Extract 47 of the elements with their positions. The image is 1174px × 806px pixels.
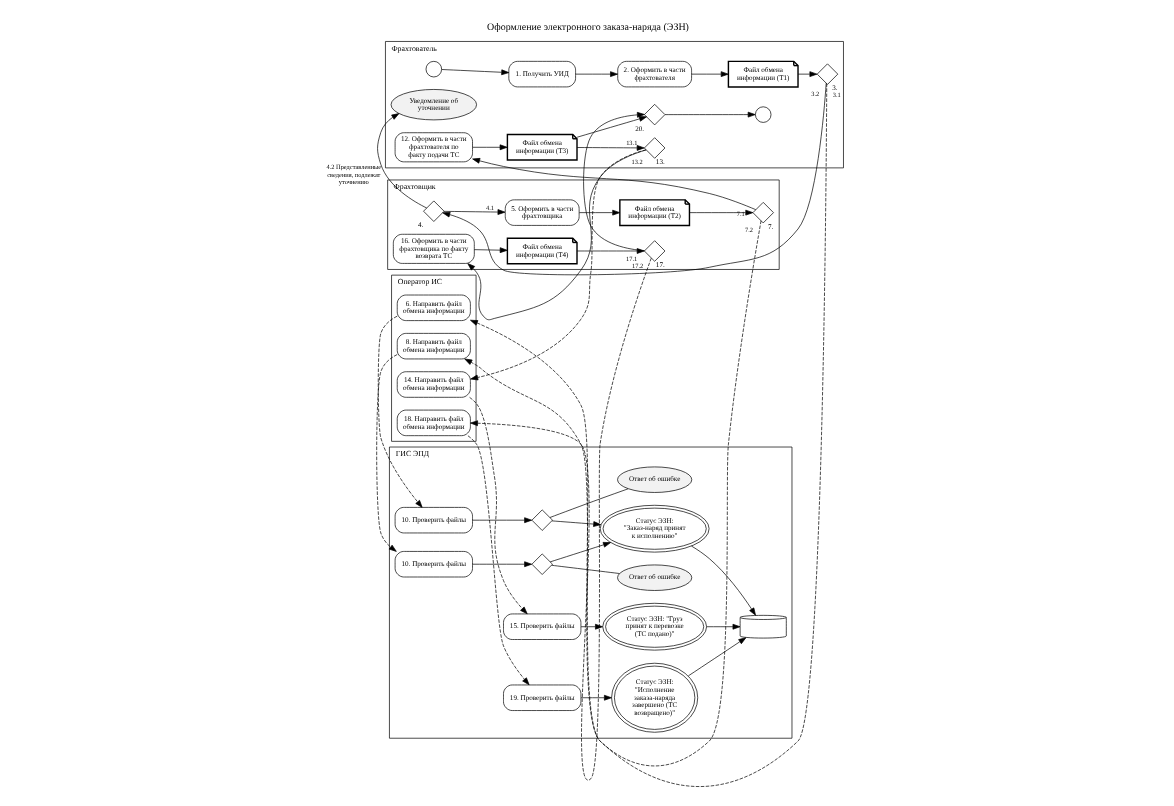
arrow [690, 71, 728, 77]
arrow [796, 71, 817, 77]
arrow [442, 209, 505, 215]
arrow [471, 561, 532, 568]
arrow [375, 354, 397, 552]
arrow [577, 209, 620, 216]
arrow [575, 145, 644, 151]
arrow [463, 220, 761, 767]
node-diamond [530, 553, 552, 575]
arrow [471, 517, 532, 524]
arrow [548, 542, 610, 563]
node-diamond [422, 200, 444, 222]
arrow [579, 623, 602, 630]
arrow [582, 112, 644, 251]
arrow [687, 637, 746, 677]
arrow [574, 71, 617, 77]
arrow [376, 315, 422, 508]
arrow [575, 116, 646, 138]
node-circle [754, 106, 771, 123]
node-diamond [643, 103, 665, 126]
node-diamond [643, 240, 665, 262]
arrow [466, 435, 529, 686]
arrow [663, 111, 755, 118]
arrow [440, 69, 509, 76]
arrow [471, 144, 507, 151]
arrow [469, 83, 827, 787]
node-diamond [643, 137, 665, 159]
arrow [469, 149, 646, 381]
arrow [471, 158, 756, 211]
arrow [441, 82, 826, 276]
arrow [469, 257, 651, 780]
node-diamond [815, 63, 838, 85]
arrow [688, 209, 753, 216]
arrow [468, 396, 527, 615]
arrow [550, 520, 601, 527]
connector [550, 564, 619, 574]
node-circle [424, 61, 441, 78]
arrow [690, 545, 755, 616]
arrow [575, 248, 644, 254]
node-diamond [530, 509, 552, 531]
arrow [376, 113, 427, 209]
arrow [473, 247, 507, 253]
connector [548, 488, 628, 518]
arrow [705, 623, 740, 630]
arrow [579, 694, 611, 701]
node-diamond [751, 201, 773, 224]
arrow [466, 149, 646, 321]
